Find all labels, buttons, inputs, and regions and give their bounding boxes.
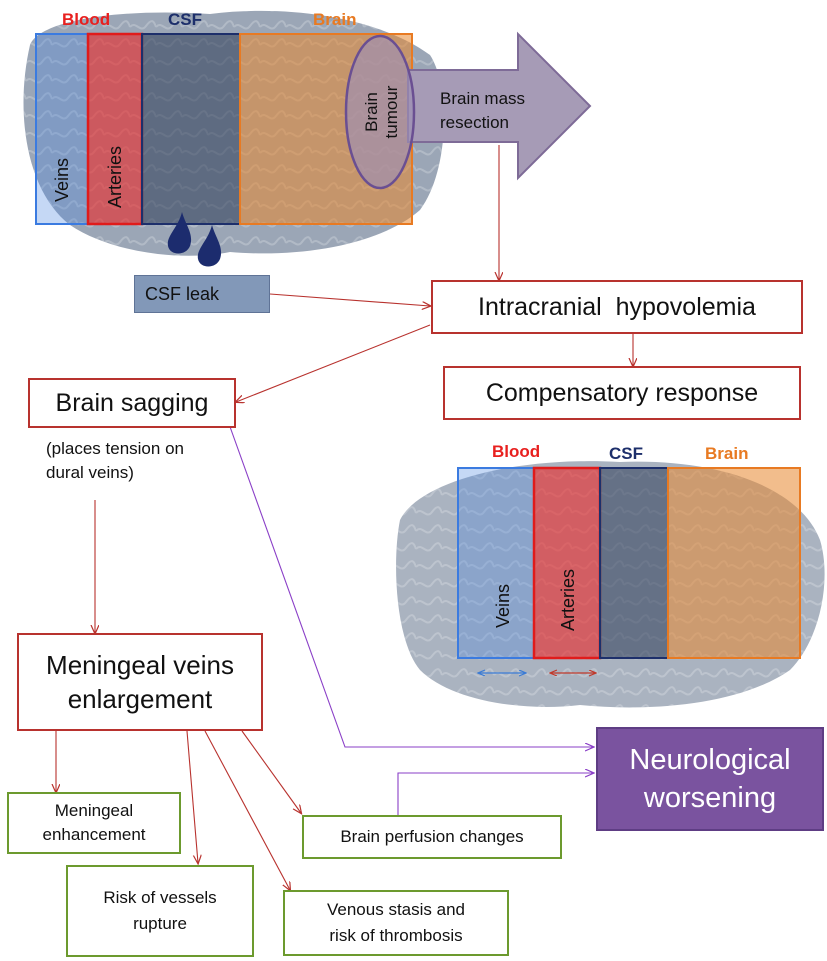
bottom-brain-region	[668, 468, 800, 658]
top-csf-region	[142, 34, 240, 224]
brain-perfusion-changes-box: Brain perfusion changes	[302, 815, 562, 859]
brain-sagging-box: Brain sagging	[28, 378, 236, 428]
neuro-line2: worsening	[644, 779, 776, 817]
neuro-line1: Neurological	[629, 741, 790, 779]
stasis-line1: Venous stasis and	[327, 897, 465, 923]
top-blood-label: Blood	[62, 10, 110, 30]
csf-leak-box: CSF leak	[134, 275, 270, 313]
resection-label-line2: resection	[440, 111, 525, 135]
risk-vessel-rupture-box: Risk of vessels rupture	[66, 865, 254, 957]
rupture-line1: Risk of vessels	[103, 885, 216, 911]
top-brain-label: Brain	[313, 10, 356, 30]
resection-label-line1: Brain mass	[440, 87, 525, 111]
tumour-label-line1: Brain	[362, 92, 382, 132]
arrow-perfusion-to-neuro	[398, 773, 593, 817]
resection-arrow-label: Brain mass resection	[440, 87, 525, 135]
top-csf-label: CSF	[168, 10, 202, 30]
arrow-leak-to-hypovolemia	[270, 294, 430, 306]
meningeal-veins-line2: enlargement	[68, 682, 213, 716]
arrow-meningeal-to-perfusion	[242, 731, 301, 813]
sagging-note-line2: dural veins)	[46, 461, 184, 485]
bottom-csf-label: CSF	[609, 444, 643, 464]
enhancement-line1: Meningeal	[55, 799, 133, 823]
bottom-brain-label: Brain	[705, 444, 748, 464]
sagging-note-line1: (places tension on	[46, 437, 184, 461]
meningeal-veins-box: Meningeal veins enlargement	[17, 633, 263, 731]
bottom-veins-label: Veins	[493, 571, 513, 641]
bottom-blood-label: Blood	[492, 442, 540, 462]
hypovolemia-box: Intracranial hypovolemia	[431, 280, 803, 334]
venous-stasis-box: Venous stasis and risk of thrombosis	[283, 890, 509, 956]
sagging-note: (places tension on dural veins)	[46, 437, 184, 485]
stasis-line2: risk of thrombosis	[329, 923, 462, 949]
arrow-meningeal-to-rupture	[187, 731, 198, 863]
meningeal-veins-line1: Meningeal veins	[46, 648, 234, 682]
bottom-arteries-label: Arteries	[558, 560, 578, 640]
top-veins-label: Veins	[52, 145, 72, 215]
meningeal-enhancement-box: Meningeal enhancement	[7, 792, 181, 854]
bottom-csf-region	[600, 468, 668, 658]
bottom-brain-schema	[396, 461, 825, 707]
enhancement-line2: enhancement	[42, 823, 145, 847]
tumour-label: Brain tumour	[334, 72, 430, 152]
arrow-hypovolemia-to-sagging	[236, 325, 430, 402]
rupture-line2: rupture	[133, 911, 187, 937]
top-arteries-label: Arteries	[105, 137, 125, 217]
tumour-label-line2: tumour	[382, 86, 402, 139]
neurological-worsening-box: Neurological worsening	[596, 727, 824, 831]
compensatory-response-box: Compensatory response	[443, 366, 801, 420]
